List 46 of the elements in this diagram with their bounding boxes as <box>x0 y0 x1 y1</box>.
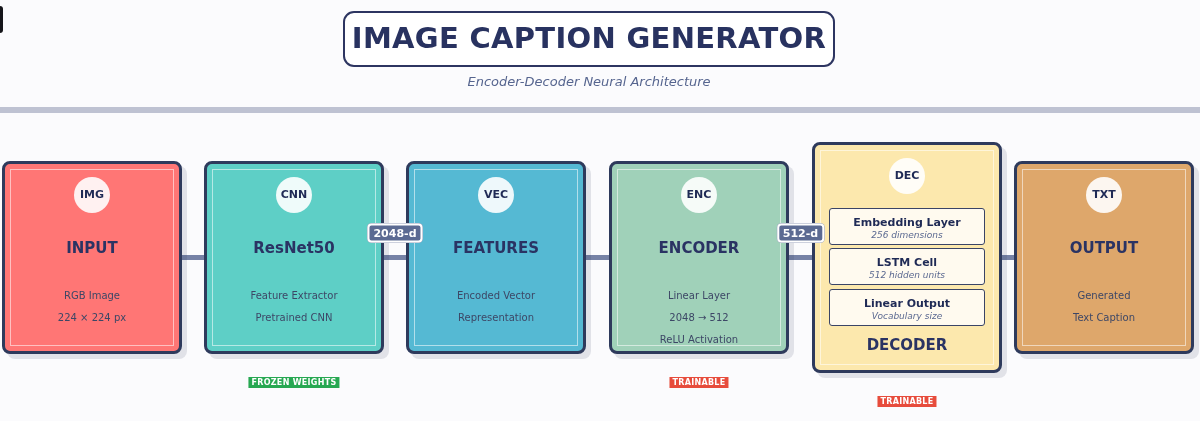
stage-title: INPUT <box>65 239 119 257</box>
abbreviation-badge: TXT <box>1086 177 1122 213</box>
status-tag: TRAINABLE <box>877 396 937 407</box>
connector-line <box>1002 255 1014 260</box>
stage-detail: Pretrained CNN <box>254 311 334 325</box>
layer-detail: 512 hidden units <box>868 270 946 281</box>
stage-detail: Encoded Vector <box>455 289 537 303</box>
abbreviation-badge: CNN <box>276 177 312 213</box>
edge-label: 2048-d <box>367 223 423 242</box>
stage-detail: Linear Layer <box>666 289 732 303</box>
abbreviation-badge: IMG <box>74 177 110 213</box>
subtitle-text: Encoder-Decoder Neural Architecture <box>466 74 712 90</box>
stage-detail: Generated <box>1076 289 1132 303</box>
stage-detail: Text Caption <box>1072 311 1136 325</box>
edge-label: 512-d <box>776 223 825 242</box>
abbreviation-badge: DEC <box>889 158 925 194</box>
stage-title: FEATURES <box>452 239 540 257</box>
stage-title: ENCODER <box>657 239 741 257</box>
layer-detail: 256 dimensions <box>870 230 944 241</box>
stage-card <box>2 161 182 354</box>
connector-line <box>182 255 204 260</box>
status-tag: FROZEN WEIGHTS <box>248 377 340 388</box>
stage-detail: 2048 → 512 <box>668 311 730 325</box>
stage-detail: ReLU Activation <box>658 333 740 347</box>
stage-title: OUTPUT <box>1068 239 1140 257</box>
connector-line <box>586 255 609 260</box>
layer-box <box>829 289 985 326</box>
layer-name: LSTM Cell <box>875 256 939 269</box>
connector-line <box>384 255 406 260</box>
layer-box <box>829 248 985 285</box>
connector-line <box>789 255 812 260</box>
status-tag: TRAINABLE <box>669 377 729 388</box>
abbreviation-badge: VEC <box>478 177 514 213</box>
layer-name: Embedding Layer <box>852 216 962 229</box>
layer-name: Linear Output <box>862 297 952 310</box>
stage-detail: Representation <box>457 311 535 325</box>
stage-detail: 224 × 224 px <box>56 311 128 325</box>
stage-detail: Feature Extractor <box>249 289 339 303</box>
stage-title: ResNet50 <box>252 239 336 257</box>
abbreviation-badge: ENC <box>681 177 717 213</box>
stage-title: DECODER <box>865 336 949 354</box>
stage-card <box>1014 161 1194 354</box>
layer-box <box>829 208 985 245</box>
layer-detail: Vocabulary size <box>870 311 944 322</box>
stage-detail: RGB Image <box>62 289 122 303</box>
diagram-title: IMAGE CAPTION GENERATOR <box>343 11 835 67</box>
